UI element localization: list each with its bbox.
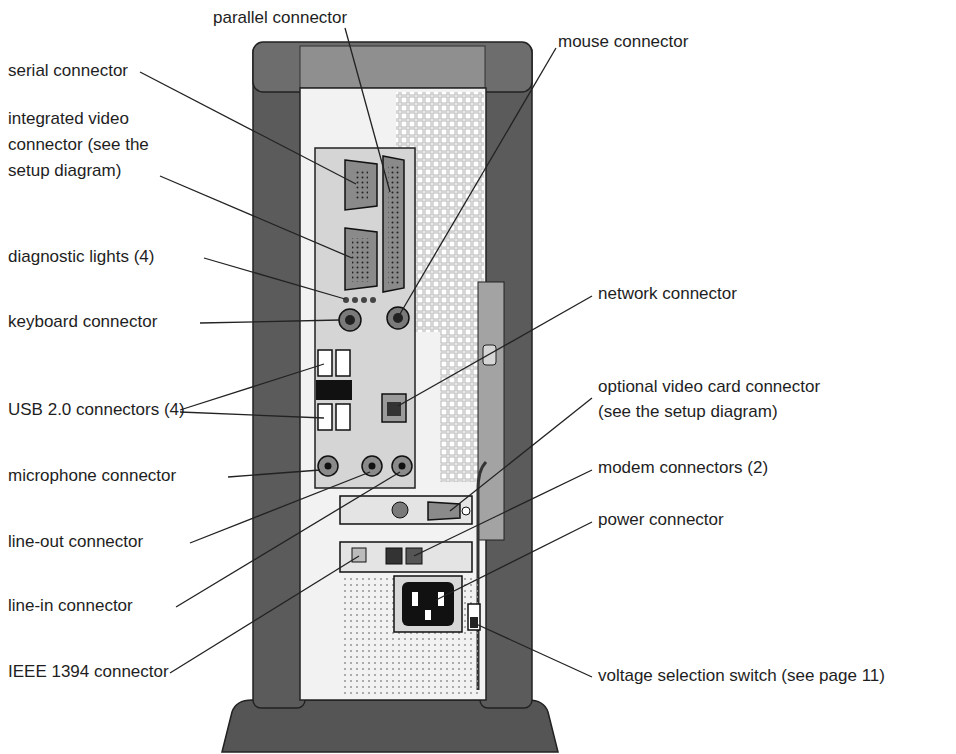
io-plate	[315, 148, 415, 488]
callout-label: mouse connector	[558, 32, 688, 52]
leader-line	[160, 176, 352, 258]
callout-label: line-in connector	[8, 596, 133, 616]
leader-line	[345, 28, 390, 192]
usb-port	[318, 350, 332, 376]
leader-line	[450, 398, 592, 511]
network-port-jack	[387, 402, 401, 416]
serial-port	[345, 160, 377, 210]
network-port	[382, 394, 406, 422]
psu-vent	[340, 576, 478, 696]
leader-line	[398, 296, 592, 406]
mouse-port	[387, 307, 409, 329]
callout-label: voltage selection switch (see page 11)	[598, 666, 885, 686]
callout-label: USB 2.0 connectors (4)	[8, 400, 185, 420]
modem-jack	[386, 548, 402, 564]
usb-port	[336, 350, 350, 376]
ieee1394-port	[352, 548, 366, 562]
side-latch	[483, 345, 496, 365]
power-surround	[394, 576, 462, 632]
back-panel	[300, 88, 486, 700]
voltage-switch-knob	[470, 617, 478, 628]
diagnostic-light	[361, 297, 367, 303]
leader-line	[176, 472, 400, 607]
callout-label: network connector	[598, 284, 737, 304]
callout-label: diagnostic lights (4)	[8, 247, 154, 267]
vga-port	[345, 228, 377, 290]
jack-hole	[325, 463, 332, 470]
keyboard-port	[339, 309, 361, 331]
usb-port	[318, 404, 332, 430]
serial-pins	[354, 170, 368, 200]
usb-port	[336, 404, 350, 430]
leader-line	[400, 48, 556, 314]
leader-line	[140, 72, 356, 184]
callout-label: integrated video connector (see the setu…	[8, 106, 168, 184]
callout-label: microphone connector	[8, 466, 176, 486]
vga-pins	[352, 238, 370, 282]
diagnostic-light	[343, 297, 349, 303]
callout-label: keyboard connector	[8, 312, 157, 332]
side-tab	[478, 282, 504, 540]
parallel-pins	[388, 166, 399, 284]
diagnostic-light	[370, 297, 376, 303]
callout-label: optional video card connector (see the s…	[598, 374, 843, 424]
line-out-jack	[362, 456, 382, 476]
leader-line	[436, 522, 592, 600]
callout-label: modem connectors (2)	[598, 458, 768, 478]
svideo-port	[392, 502, 408, 518]
callout-label: power connector	[598, 510, 724, 530]
jack-hole	[399, 463, 406, 470]
leader-line	[170, 556, 359, 673]
expansion-slot	[340, 542, 472, 572]
mouse-port-core	[393, 313, 403, 323]
leader-line	[180, 364, 324, 410]
socket-pin	[425, 610, 431, 620]
callout-label: serial connector	[8, 61, 128, 81]
power-socket	[402, 582, 454, 626]
diagnostic-light	[352, 297, 358, 303]
leader-line	[228, 470, 320, 477]
line-in-jack	[392, 456, 412, 476]
callout-label: parallel connector	[213, 8, 347, 28]
leader-line	[414, 470, 592, 556]
jack-hole	[369, 463, 376, 470]
video-card-port	[428, 502, 460, 520]
voltage-switch	[468, 604, 480, 630]
usb-band	[316, 380, 352, 400]
leader-line	[204, 258, 345, 299]
keyboard-port-core	[345, 315, 355, 325]
vent-grille	[440, 332, 484, 482]
leader-line	[180, 412, 324, 418]
leader-line	[200, 320, 340, 323]
top-cap-band	[300, 46, 485, 88]
top-cap	[253, 42, 532, 92]
socket-pin	[412, 592, 418, 606]
microphone-jack	[318, 456, 338, 476]
leader-line	[190, 472, 370, 543]
leader-line	[476, 624, 592, 677]
callout-label: line-out connector	[8, 532, 143, 552]
screw	[462, 507, 470, 515]
leader-lines	[140, 28, 592, 677]
callout-label: IEEE 1394 connector	[8, 662, 169, 682]
